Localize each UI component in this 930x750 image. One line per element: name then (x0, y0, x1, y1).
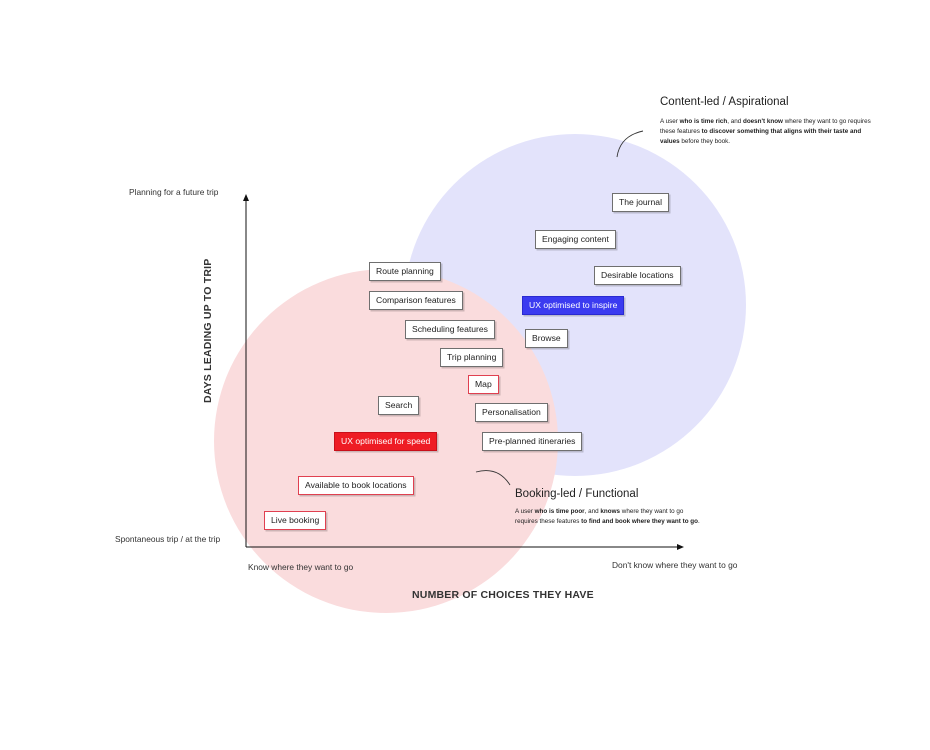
feature-the-journal: The journal (612, 193, 669, 212)
aspirational-description: A user who is time rich, and doesn't kno… (660, 118, 871, 145)
x-axis-end-label: Don't know where they want to go (612, 560, 738, 570)
feature-comparison-features: Comparison features (369, 291, 463, 310)
feature-route-planning: Route planning (369, 262, 441, 281)
feature-ux-optimised-for-speed: UX optimised for speed (334, 432, 438, 451)
feature-available-to-book-locations: Available to book locations (298, 476, 414, 495)
functional-description: A user who is time poor, and knows where… (515, 508, 700, 525)
aspirational-title: Content-led / Aspirational (660, 96, 789, 108)
y-axis-bottom-label: Spontaneous trip / at the trip (115, 534, 221, 544)
feature-engaging-content: Engaging content (535, 230, 616, 249)
y-axis-top-label: Planning for a future trip (129, 187, 219, 197)
feature-desirable-locations: Desirable locations (594, 266, 681, 285)
feature-browse: Browse (525, 329, 568, 348)
x-axis-arrow (677, 544, 684, 550)
aspirational-callout-arc (616, 130, 644, 158)
x-axis-title: NUMBER OF CHOICES THEY HAVE (412, 589, 594, 601)
feature-map: Map (468, 375, 499, 394)
y-axis-arrow (243, 194, 249, 201)
feature-trip-planning: Trip planning (440, 348, 504, 367)
feature-personalisation: Personalisation (475, 403, 548, 422)
functional-title: Booking-led / Functional (515, 488, 639, 500)
x-axis-start-label: Know where they want to go (248, 562, 354, 572)
feature-live-booking: Live booking (264, 511, 327, 530)
functional-callout-arc (475, 470, 511, 486)
feature-search: Search (378, 396, 420, 415)
feature-ux-optimised-to-inspire: UX optimised to inspire (522, 296, 625, 315)
feature-pre-planned-itineraries: Pre-planned itineraries (482, 432, 583, 451)
y-axis-title: DAYS LEADING UP TO TRIP (202, 258, 214, 403)
feature-scheduling-features: Scheduling features (405, 320, 495, 339)
